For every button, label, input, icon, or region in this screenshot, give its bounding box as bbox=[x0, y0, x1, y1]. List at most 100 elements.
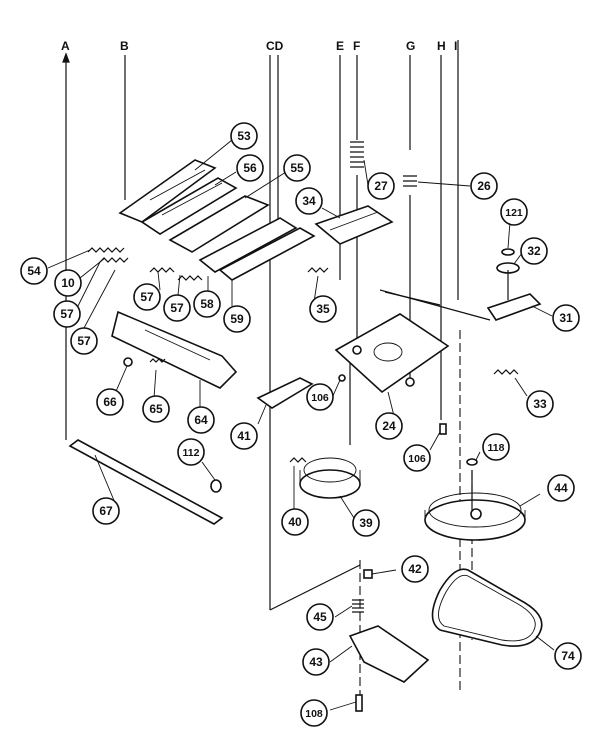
callout-67: 67 bbox=[92, 497, 120, 525]
svg-text:33: 33 bbox=[533, 397, 547, 411]
spring-35 bbox=[307, 267, 329, 273]
shaft-67 bbox=[68, 439, 224, 525]
callout-26: 26 bbox=[470, 172, 498, 200]
callout-44: 44 bbox=[547, 474, 575, 502]
callout-53: 53 bbox=[230, 122, 258, 150]
slider-plate-56 bbox=[140, 177, 238, 235]
callout-32: 32 bbox=[520, 237, 548, 265]
callout-34: 34 bbox=[295, 187, 323, 215]
spring-57 bbox=[149, 267, 175, 273]
spring-27 bbox=[350, 141, 364, 168]
assembly-axis-lines bbox=[62, 40, 491, 700]
screw-108 bbox=[355, 694, 363, 712]
chassis-24 bbox=[334, 313, 450, 394]
callout-65: 65 bbox=[142, 395, 170, 423]
svg-text:67: 67 bbox=[99, 504, 113, 518]
callout-55: 55 bbox=[283, 154, 311, 182]
washer-121 bbox=[501, 248, 515, 256]
svg-text:121: 121 bbox=[505, 207, 523, 219]
callout-54: 54 bbox=[20, 257, 48, 285]
callout-66: 66 bbox=[96, 388, 124, 416]
callout-45: 45 bbox=[306, 603, 334, 631]
svg-text:57: 57 bbox=[60, 307, 74, 321]
svg-text:31: 31 bbox=[559, 311, 573, 325]
spring-26 bbox=[403, 175, 417, 187]
callout-108: 108 bbox=[300, 699, 328, 727]
callout-106-a: 106 bbox=[306, 383, 334, 411]
svg-text:32: 32 bbox=[527, 244, 541, 258]
svg-text:64: 64 bbox=[194, 413, 208, 427]
svg-text:53: 53 bbox=[237, 129, 251, 143]
callout-24: 24 bbox=[375, 412, 403, 440]
spring-58 bbox=[177, 275, 203, 281]
screw-66 bbox=[123, 357, 133, 367]
svg-text:35: 35 bbox=[316, 302, 330, 316]
svg-text:27: 27 bbox=[374, 179, 388, 193]
callout-57-a: 57 bbox=[53, 300, 81, 328]
axis-letters: A B CD E F G H I bbox=[61, 39, 457, 53]
axis-letter-e: E bbox=[336, 39, 344, 53]
bracket-64 bbox=[111, 310, 238, 389]
svg-text:57: 57 bbox=[170, 301, 184, 315]
slider-plate-58 bbox=[198, 217, 298, 273]
callout-112: 112 bbox=[177, 438, 205, 466]
svg-text:45: 45 bbox=[313, 610, 327, 624]
slider-plate-59 bbox=[218, 227, 316, 281]
callout-58: 58 bbox=[193, 290, 221, 318]
svg-text:39: 39 bbox=[359, 516, 373, 530]
svg-text:34: 34 bbox=[302, 194, 316, 208]
svg-text:57: 57 bbox=[140, 290, 154, 304]
svg-text:44: 44 bbox=[554, 481, 568, 495]
svg-text:10: 10 bbox=[61, 276, 75, 290]
svg-text:58: 58 bbox=[200, 297, 214, 311]
svg-text:57: 57 bbox=[77, 334, 91, 348]
callout-40: 40 bbox=[281, 508, 309, 536]
slider-plate-53 bbox=[118, 159, 217, 223]
svg-text:41: 41 bbox=[237, 429, 251, 443]
axis-letter-cd: CD bbox=[266, 39, 284, 53]
callout-59: 59 bbox=[223, 305, 251, 333]
axis-letter-a: A bbox=[61, 39, 70, 53]
callout-42: 42 bbox=[401, 555, 429, 583]
callout-31: 31 bbox=[552, 304, 580, 332]
svg-text:108: 108 bbox=[305, 708, 323, 720]
clip-42 bbox=[363, 569, 373, 579]
callout-57-c: 57 bbox=[133, 283, 161, 311]
lever-41 bbox=[256, 377, 314, 409]
svg-text:42: 42 bbox=[408, 562, 422, 576]
svg-text:66: 66 bbox=[103, 395, 117, 409]
callout-10: 10 bbox=[54, 269, 82, 297]
svg-text:118: 118 bbox=[488, 442, 505, 454]
clip-112 bbox=[210, 479, 222, 493]
callout-64: 64 bbox=[187, 406, 215, 434]
spring-65 bbox=[149, 358, 166, 363]
svg-text:24: 24 bbox=[382, 419, 396, 433]
washer-118 bbox=[466, 458, 478, 466]
callout-33: 33 bbox=[526, 390, 554, 418]
callouts: 53 56 55 54 10 57 57 57 57 58 59 34 27 2… bbox=[20, 122, 582, 727]
svg-text:59: 59 bbox=[230, 312, 244, 326]
svg-text:106: 106 bbox=[311, 392, 329, 404]
bracket-43 bbox=[348, 625, 430, 683]
parts bbox=[68, 141, 543, 712]
platter-44 bbox=[424, 499, 526, 541]
callout-118: 118 bbox=[482, 433, 510, 461]
spring-40 bbox=[289, 457, 307, 463]
svg-text:54: 54 bbox=[27, 264, 41, 278]
axis-letter-f: F bbox=[353, 39, 360, 53]
svg-text:56: 56 bbox=[243, 161, 257, 175]
svg-text:106: 106 bbox=[408, 453, 426, 465]
callout-39: 39 bbox=[352, 509, 380, 537]
svg-text:112: 112 bbox=[183, 447, 200, 459]
idler-pulley-39 bbox=[299, 469, 361, 499]
lever-31 bbox=[486, 293, 542, 321]
callout-41: 41 bbox=[230, 422, 258, 450]
belt-74 bbox=[431, 568, 543, 647]
callout-57-b: 57 bbox=[70, 327, 98, 355]
screw-106b bbox=[439, 423, 447, 435]
svg-text:40: 40 bbox=[288, 515, 302, 529]
axis-letter-b: B bbox=[120, 39, 129, 53]
bracket-34 bbox=[314, 205, 394, 245]
callout-57-d: 57 bbox=[163, 294, 191, 322]
